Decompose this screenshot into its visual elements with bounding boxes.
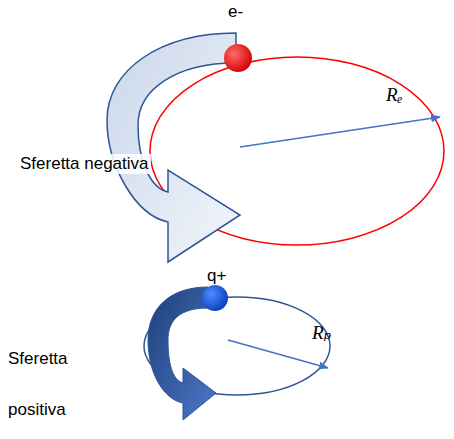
radius-arrow <box>240 117 440 147</box>
positive-sphere <box>202 285 228 311</box>
electron-sphere <box>224 44 252 72</box>
charge-label: q+ <box>207 266 226 286</box>
radius-arrow <box>228 340 328 368</box>
radius-label: Rₑ <box>386 84 403 106</box>
sphere-label: Sferetta <box>8 349 68 369</box>
sphere-label: Sferetta negativa <box>18 154 151 174</box>
rotation-arrow <box>107 33 240 262</box>
radius-label: Rₚ <box>312 322 331 344</box>
sphere-label: positiva <box>8 400 66 420</box>
charge-label: e- <box>228 2 243 22</box>
